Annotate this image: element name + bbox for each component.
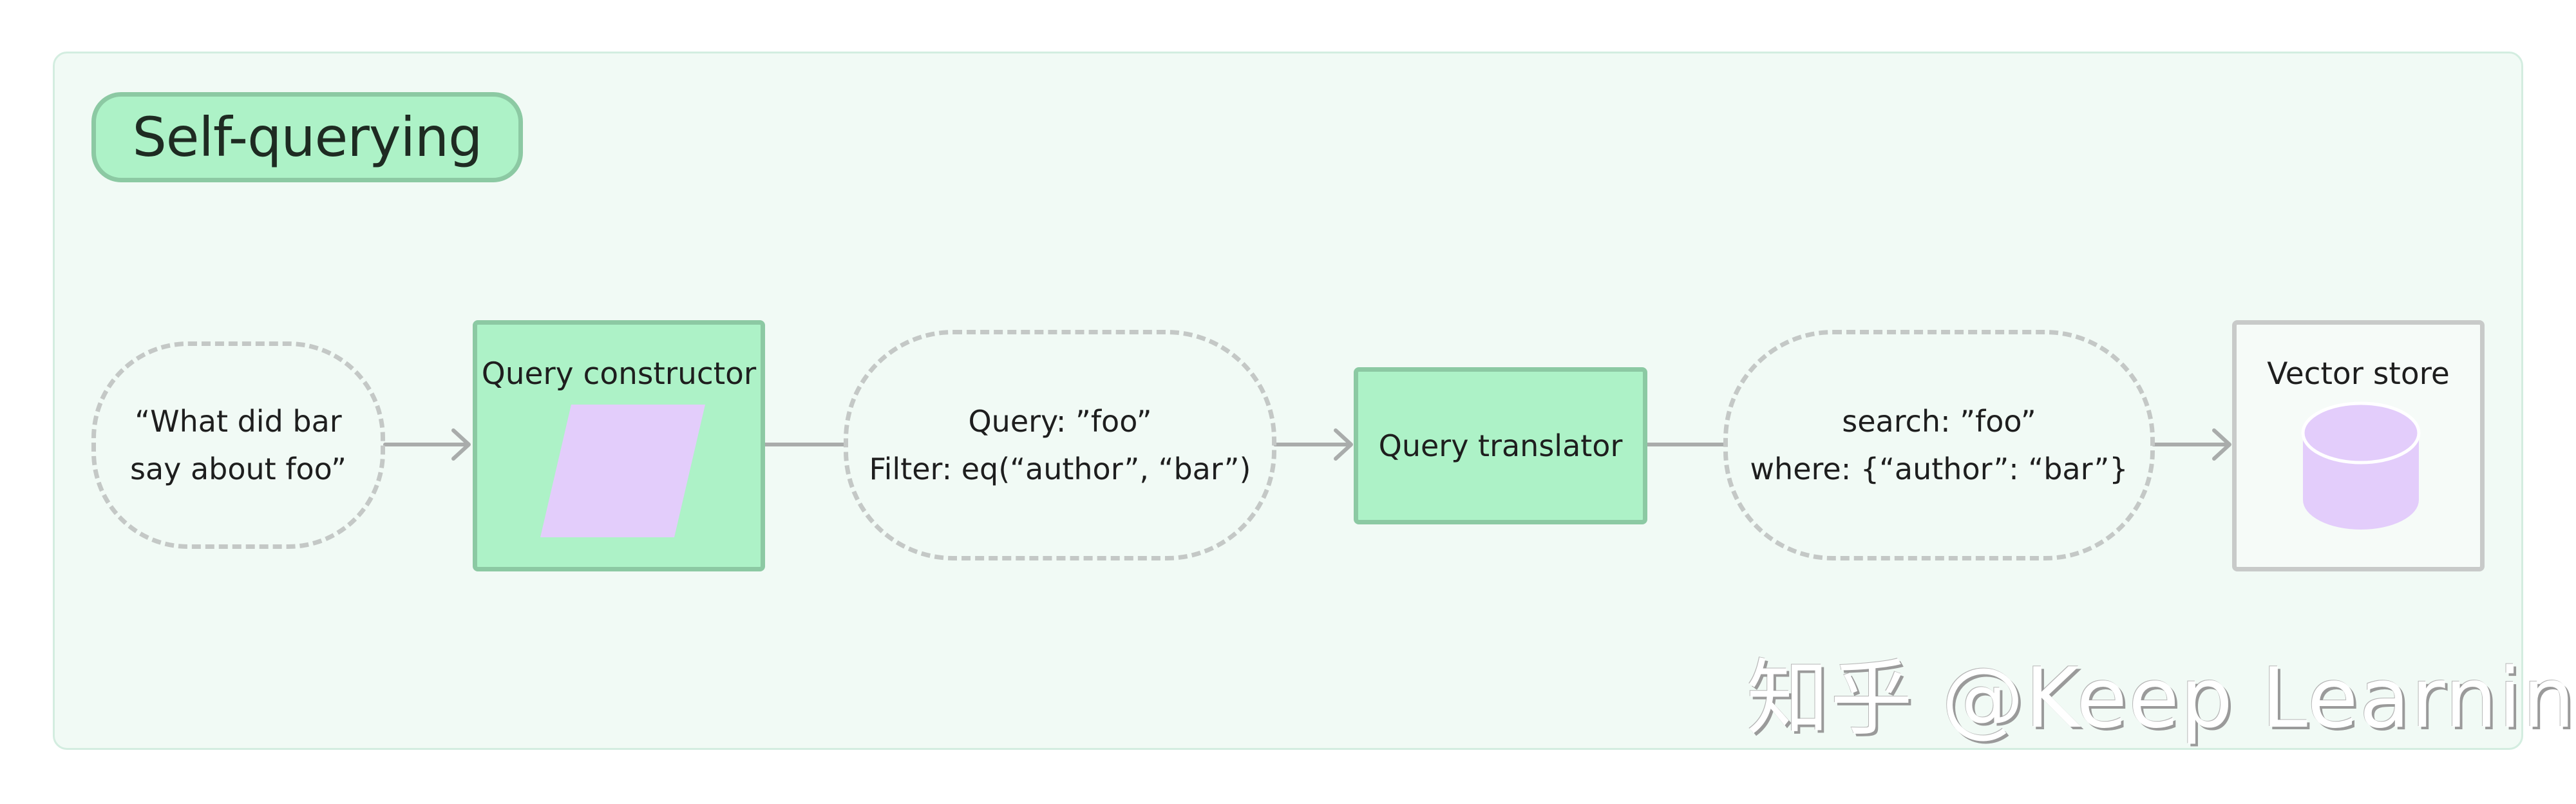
- query-translator-label: Query translator: [1378, 428, 1623, 463]
- arrow-question-to-constructor-head: [451, 428, 471, 461]
- structured-query-node: Query: ”foo” Filter: eq(“author”, “bar”): [844, 330, 1276, 560]
- vector-store-label: Vector store: [2267, 356, 2450, 392]
- arrow-search-to-store-head: [2212, 428, 2231, 461]
- translated-query-node: search: ”foo” where: {“author”: “bar”}: [1723, 330, 2155, 560]
- user-question-line1: “What did bar: [135, 404, 342, 439]
- query-translator-node: Query translator: [1354, 367, 1647, 524]
- user-question-line2: say about foo”: [129, 452, 346, 486]
- structured-query-line2: Filter: eq(“author”, “bar”): [869, 452, 1251, 486]
- watermark: 知乎 @Keep Learning: [1747, 651, 2576, 747]
- database-cylinder-icon: [2301, 401, 2421, 530]
- translated-query-line1: search: ”foo”: [1842, 404, 2036, 439]
- query-constructor-node: Query constructor: [473, 320, 765, 571]
- query-constructor-label: Query constructor: [481, 356, 757, 392]
- translated-query-line2: where: {“author”: “bar”}: [1750, 452, 2128, 486]
- structured-query-line1: Query: ”foo”: [968, 404, 1152, 439]
- vector-store-node: Vector store: [2232, 320, 2485, 571]
- parallelogram-icon: [540, 405, 705, 537]
- arrow-query-to-translator-head: [1334, 428, 1353, 461]
- diagram-title: Self-querying: [91, 92, 523, 182]
- user-question-node: “What did bar say about foo”: [91, 341, 385, 549]
